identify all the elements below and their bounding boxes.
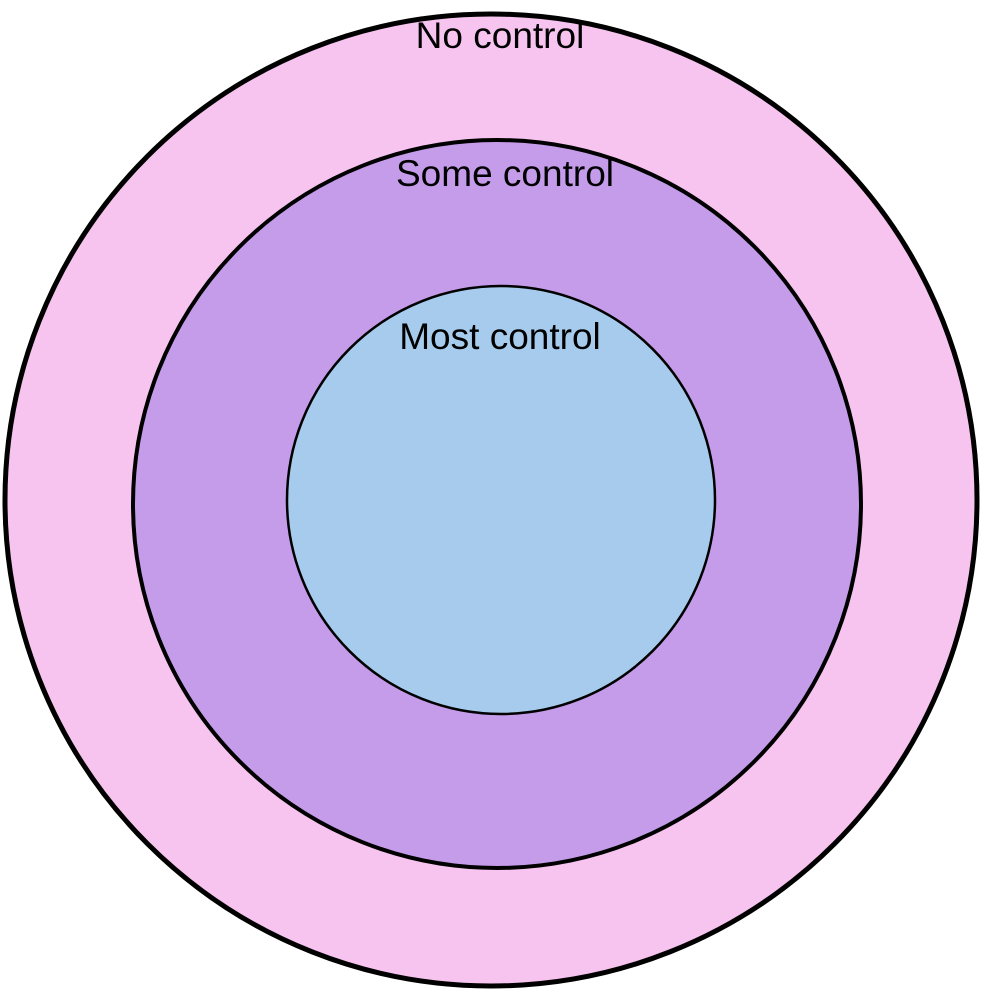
inner-circle-label: Most control bbox=[399, 316, 601, 357]
inner-circle-most-control bbox=[285, 284, 717, 716]
middle-circle-label: Some control bbox=[396, 153, 614, 194]
outer-circle-label: No control bbox=[416, 15, 585, 56]
